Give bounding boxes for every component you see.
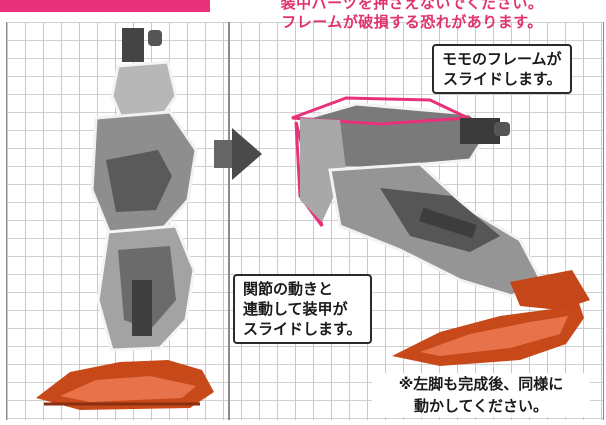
caution-text: 装中パーツを押さえないでください。 フレームが破損する恐れがあります。 xyxy=(232,0,592,32)
panel-divider xyxy=(228,22,230,420)
left-leg-note: ※左脚も完成後、同様に 動かしてください。 xyxy=(372,373,590,417)
note-line-1: ※左脚も完成後、同様に xyxy=(398,375,564,393)
caution-line-1: 装中パーツを押さえないでください。 xyxy=(280,0,544,12)
callout-line: モモのフレームが xyxy=(442,50,562,68)
straight-leg-illustration xyxy=(36,28,214,410)
callout-line: 連動して装甲が xyxy=(243,300,348,318)
right-arrow-icon xyxy=(214,128,262,180)
armor-slide-callout: 関節の動きと 連動して装甲が スライドします。 xyxy=(233,274,372,344)
callout-line: 関節の動きと xyxy=(243,280,334,298)
bent-leg-illustration xyxy=(291,96,590,366)
thigh-frame-callout: モモのフレームが スライドします。 xyxy=(432,44,572,94)
header-tab xyxy=(0,0,210,12)
callout-line: スライドします。 xyxy=(443,70,562,88)
caution-line-2: フレームが破損する恐れがあります。 xyxy=(281,13,543,31)
callout-line: スライドします。 xyxy=(243,320,362,338)
note-line-2: 動かしてください。 xyxy=(413,397,549,415)
